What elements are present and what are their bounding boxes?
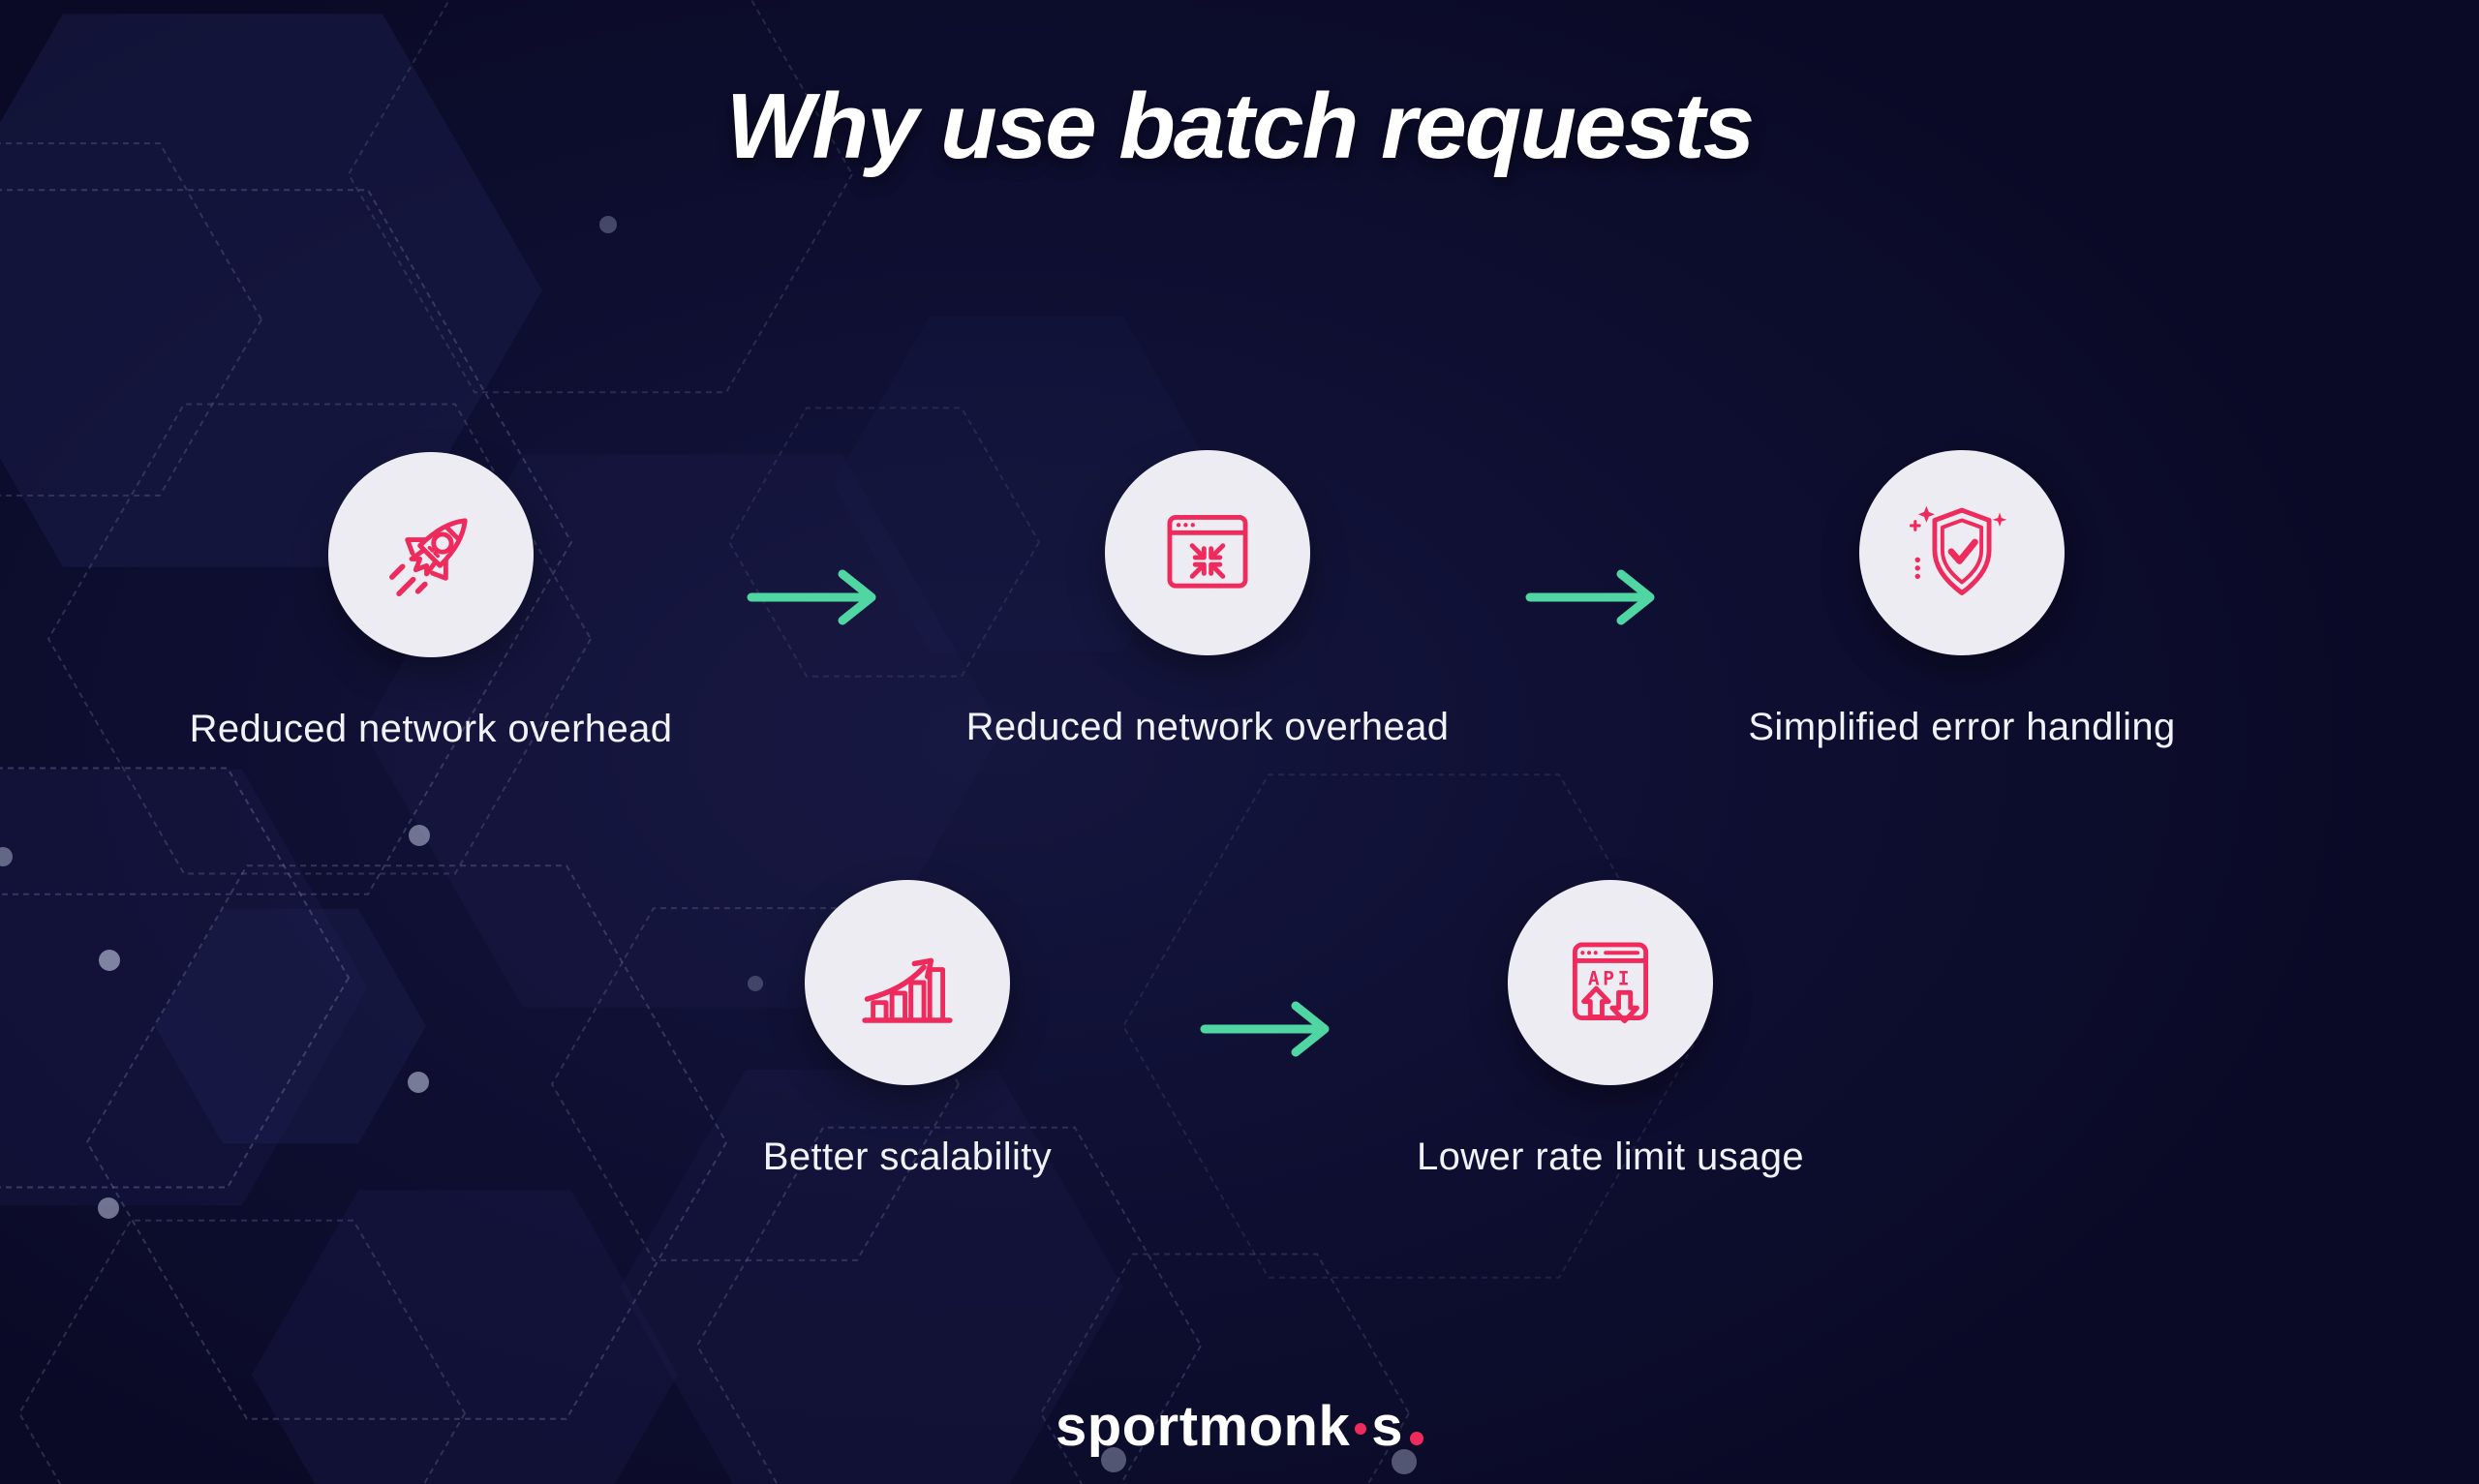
shield-check-icon xyxy=(1909,505,2007,595)
growth-chart-icon xyxy=(862,957,953,1023)
feature-label: Better scalability xyxy=(762,1136,1053,1178)
api-icon-label: API xyxy=(1588,967,1633,989)
icon-circle xyxy=(1859,450,2065,655)
flow-arrow-3 xyxy=(1199,998,1344,1065)
logo-period-icon xyxy=(1409,1432,1423,1445)
page-title: Why use batch requests xyxy=(725,75,1755,178)
compress-window-icon xyxy=(1167,514,1248,589)
flow-arrow-1 xyxy=(746,566,891,633)
feature-item-reduced-overhead-2: Reduced network overhead xyxy=(907,450,1508,749)
feature-label: Lower rate limit usage xyxy=(1416,1136,1805,1178)
icon-circle xyxy=(1105,450,1310,655)
icon-circle xyxy=(805,880,1010,1085)
logo-text-part2: s xyxy=(1371,1395,1403,1458)
rocket-icon xyxy=(388,518,468,597)
feature-label: Simplified error handling xyxy=(1748,706,2176,748)
feature-item-scalability: Better scalability xyxy=(607,880,1208,1179)
api-window-icon: API xyxy=(1572,942,1649,1024)
sportmonks-logo: sportmonk s xyxy=(0,1394,2479,1459)
icon-circle xyxy=(328,452,534,657)
feature-item-error-handling: Simplified error handling xyxy=(1662,450,2262,749)
icon-circle: API xyxy=(1508,880,1713,1085)
logo-text-part1: sportmonk xyxy=(1056,1395,1351,1458)
feature-label: Reduced network overhead xyxy=(965,706,1450,748)
flow-arrow-2 xyxy=(1524,566,1669,633)
feature-item-reduced-overhead-1: Reduced network overhead xyxy=(131,452,731,751)
feature-item-rate-limit: API Lower rate limit usage xyxy=(1310,880,1911,1179)
feature-label: Reduced network overhead xyxy=(189,708,673,750)
logo-middot-icon xyxy=(1355,1422,1367,1435)
